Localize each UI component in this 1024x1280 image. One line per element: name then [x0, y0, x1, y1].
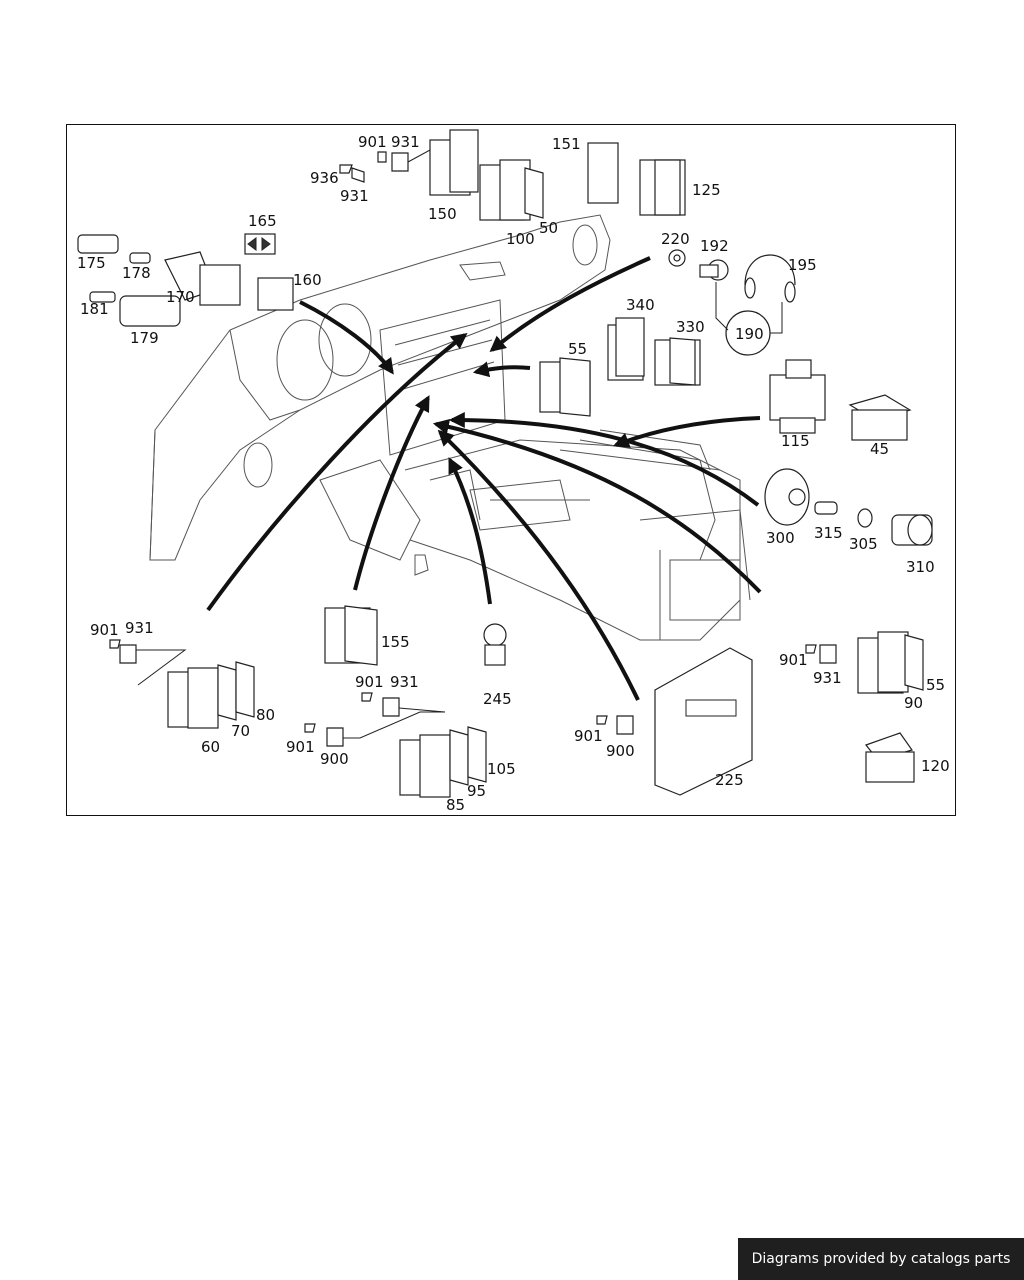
part-label: 300	[766, 529, 795, 547]
part-label: 900	[320, 750, 349, 768]
part-label: 195	[788, 256, 817, 274]
part-label: 85	[446, 796, 465, 814]
part-label: 50	[539, 219, 558, 237]
part-label: 55	[926, 676, 945, 694]
part-label: 181	[80, 300, 109, 318]
part-label: 125	[692, 181, 721, 199]
part-label: 245	[483, 690, 512, 708]
part-label: 155	[381, 633, 410, 651]
part-label: 330	[676, 318, 705, 336]
part-shapes	[77, 129, 933, 798]
part-label: 100	[506, 230, 535, 248]
part-label: 60	[201, 738, 220, 756]
part-label: 901	[358, 133, 387, 151]
part-label: 150	[428, 205, 457, 223]
part-label: 340	[626, 296, 655, 314]
part-label: 105	[487, 760, 516, 778]
part-label: 179	[130, 329, 159, 347]
part-label: 151	[552, 135, 581, 153]
part-label: 80	[256, 706, 275, 724]
part-label: 931	[391, 133, 420, 151]
part-label: 225	[715, 771, 744, 789]
part-label: 170	[166, 288, 195, 306]
part-label: 160	[293, 271, 322, 289]
part-label: 115	[781, 432, 810, 450]
part-label: 901	[355, 673, 384, 691]
part-labels: 901 931 936 931 150 151 125 100 50 165 1…	[77, 133, 950, 814]
part-label: 95	[467, 782, 486, 800]
diagram-frame	[66, 124, 956, 816]
part-label: 315	[814, 524, 843, 542]
part-label: 178	[122, 264, 151, 282]
part-label: 931	[390, 673, 419, 691]
part-label: 901	[286, 738, 315, 756]
part-label: 931	[813, 669, 842, 687]
part-label: 936	[310, 169, 339, 187]
pointer-arrows	[206, 256, 762, 701]
part-label: 220	[661, 230, 690, 248]
part-label: 175	[77, 254, 106, 272]
part-label: 901	[779, 651, 808, 669]
part-label: 305	[849, 535, 878, 553]
part-label: 190	[735, 325, 764, 343]
part-label: 901	[574, 727, 603, 745]
part-label: 120	[921, 757, 950, 775]
part-label: 310	[906, 558, 935, 576]
part-label: 192	[700, 237, 729, 255]
part-label: 931	[340, 187, 369, 205]
part-label: 165	[248, 212, 277, 230]
part-label: 45	[870, 440, 889, 458]
part-label: 901	[90, 621, 119, 639]
part-label: 55	[568, 340, 587, 358]
part-label: 931	[125, 619, 154, 637]
credit-badge: Diagrams provided by catalogs parts	[738, 1238, 1024, 1280]
part-label: 70	[231, 722, 250, 740]
part-label: 90	[904, 694, 923, 712]
part-label: 900	[606, 742, 635, 760]
